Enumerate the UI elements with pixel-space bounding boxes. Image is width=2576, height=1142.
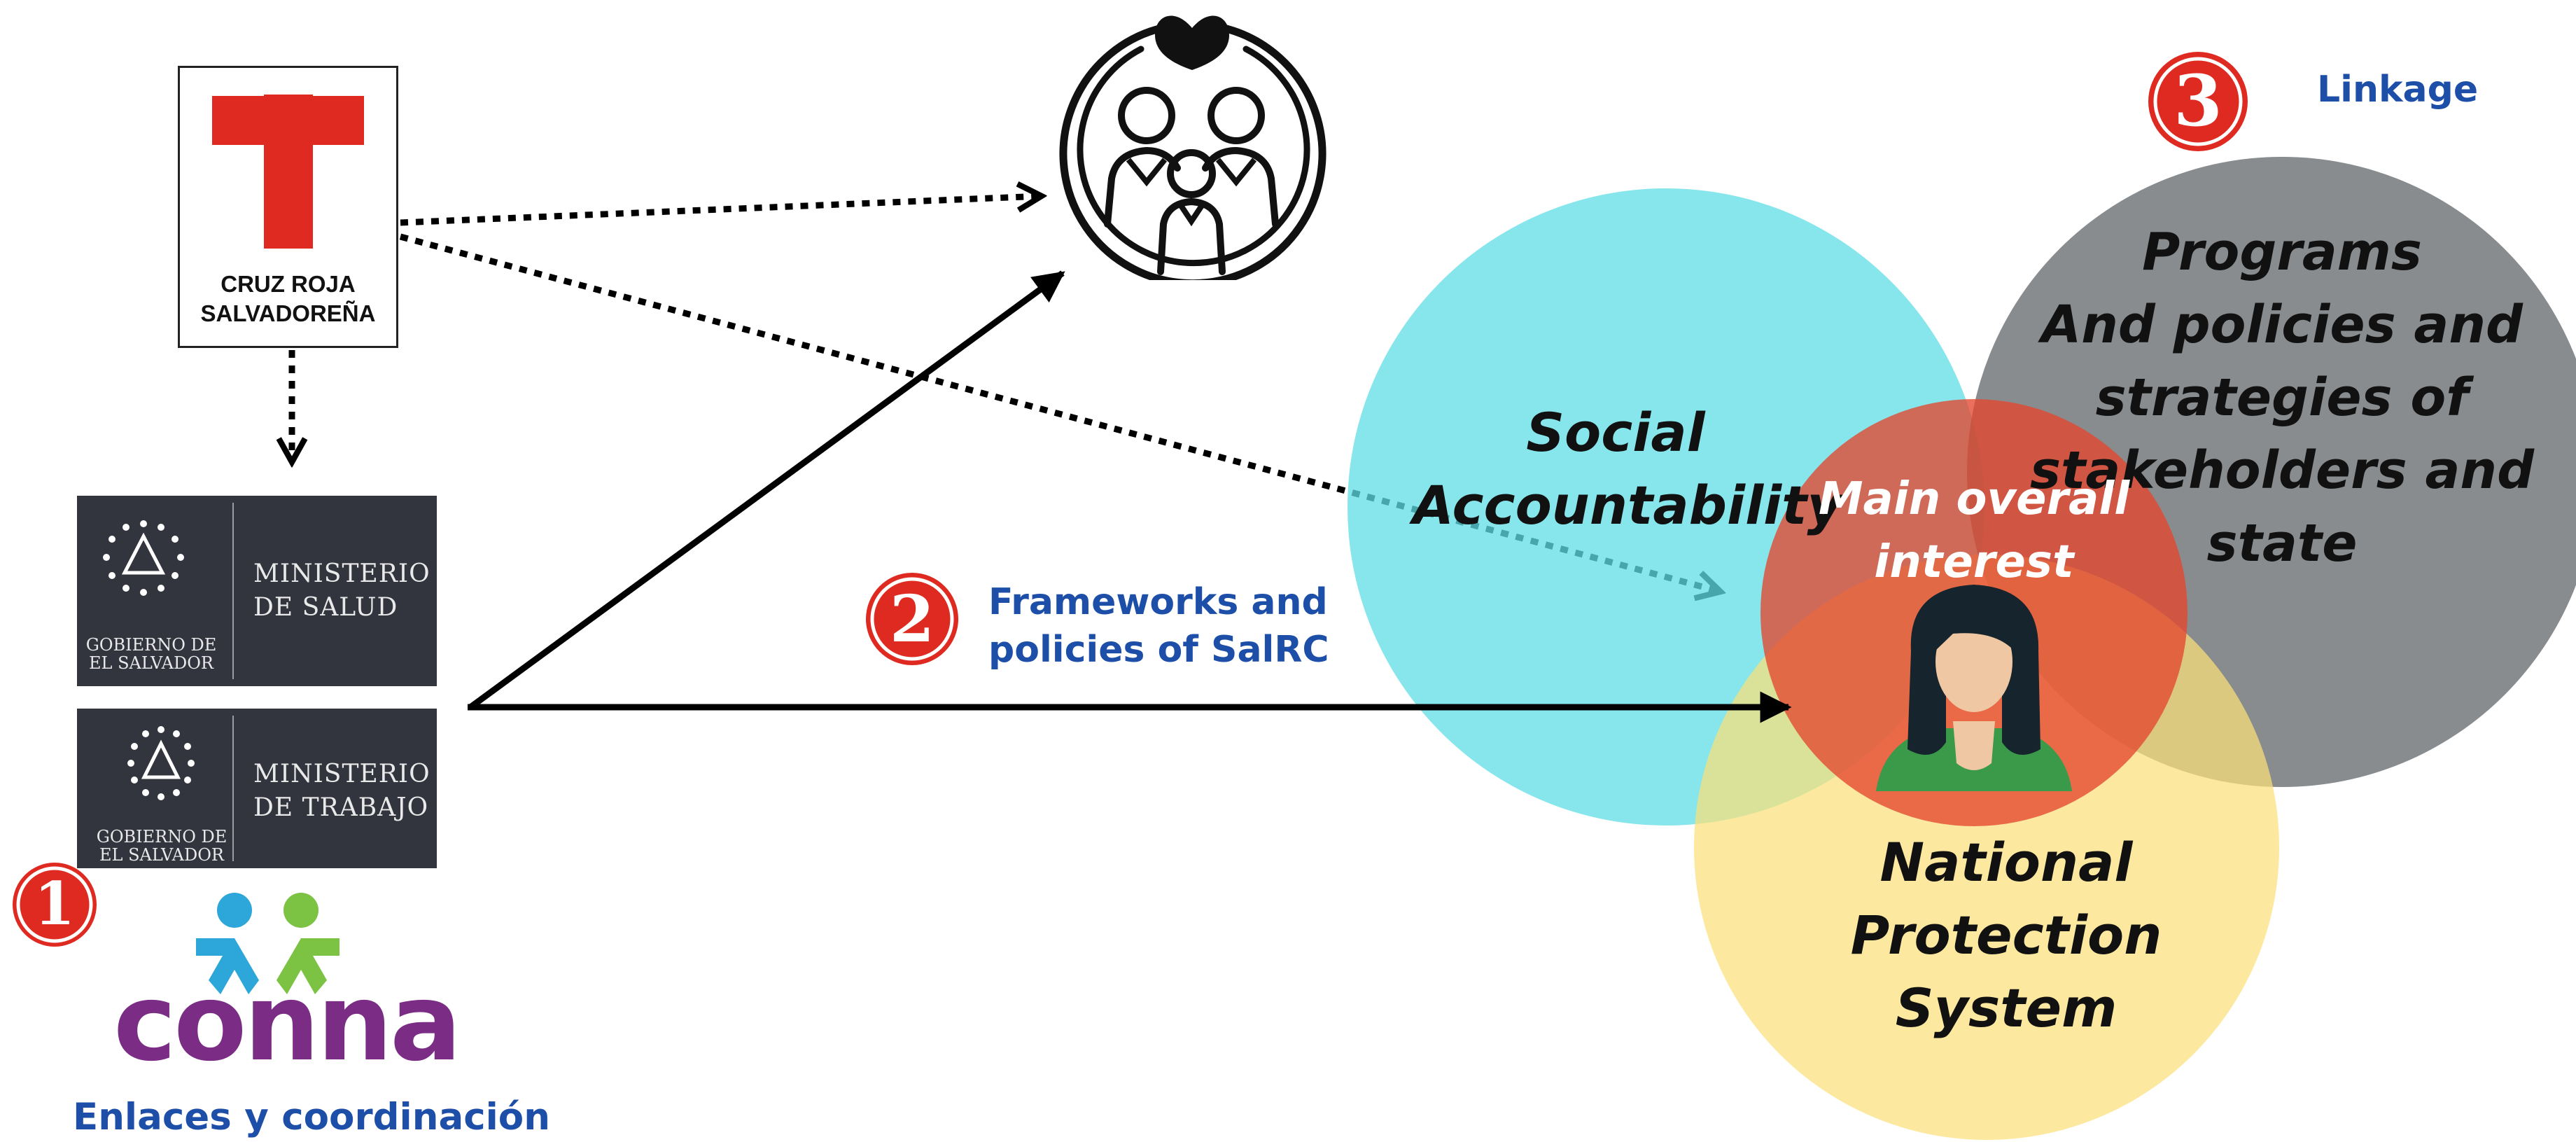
ministerio-trabajo-name: MINISTERIO DE TRABAJO	[253, 760, 430, 822]
venn-label-social-accountability: Social Accountability	[1413, 401, 1842, 536]
badge-3-number: 3	[2174, 60, 2222, 142]
conna-wordmark: conna	[113, 961, 462, 1085]
solid-arrow-to-family	[468, 270, 1065, 710]
venn-label-national-protection: National Protection System	[1850, 831, 2162, 1039]
el-salvador-emblem-icon: GOBIERNO DE EL SALVADOR	[77, 709, 232, 868]
woman-avatar-icon	[1876, 585, 2072, 791]
ministerio-salud-name: MINISTERIO DE SALUD	[253, 559, 430, 622]
conna-caption: Enlaces y coordinación	[73, 1096, 550, 1138]
conna-figures-icon	[196, 893, 340, 994]
badge-2-number: 2	[889, 581, 934, 657]
ministerio-salud-logo: GOBIERNO DE EL SALVADOR MINISTERIO DE SA…	[77, 496, 437, 686]
badge-1-number: 1	[34, 869, 76, 938]
ministerio-trabajo-divider	[232, 716, 234, 861]
ministerio-salud-divider	[232, 503, 234, 679]
venn-label-main-interest: Main overall interest	[1818, 473, 2130, 588]
red-cross-icon	[212, 95, 364, 249]
badge-3	[2148, 52, 2248, 151]
ministerio-trabajo-logo: GOBIERNO DE EL SALVADOR MINISTERIO DE TR…	[77, 709, 437, 868]
frameworks-label: Frameworks and policies of SalRC	[988, 581, 1329, 671]
badge-1	[13, 863, 97, 947]
dotted-arrow-to-main-interest	[399, 233, 1721, 592]
linkage-label: Linkage	[2317, 69, 2479, 111]
cruz-roja-name: CRUZ ROJA SALVADOREÑA	[200, 271, 376, 326]
cruz-roja-logo: CRUZ ROJA SALVADOREÑA	[178, 66, 398, 348]
badge-2	[866, 573, 958, 665]
el-salvador-emblem-icon: GOBIERNO DE EL SALVADOR	[77, 496, 232, 686]
venn-label-programs: Programs And policies and strategies of …	[2030, 222, 2535, 573]
family-heart-icon	[1059, 15, 1326, 280]
